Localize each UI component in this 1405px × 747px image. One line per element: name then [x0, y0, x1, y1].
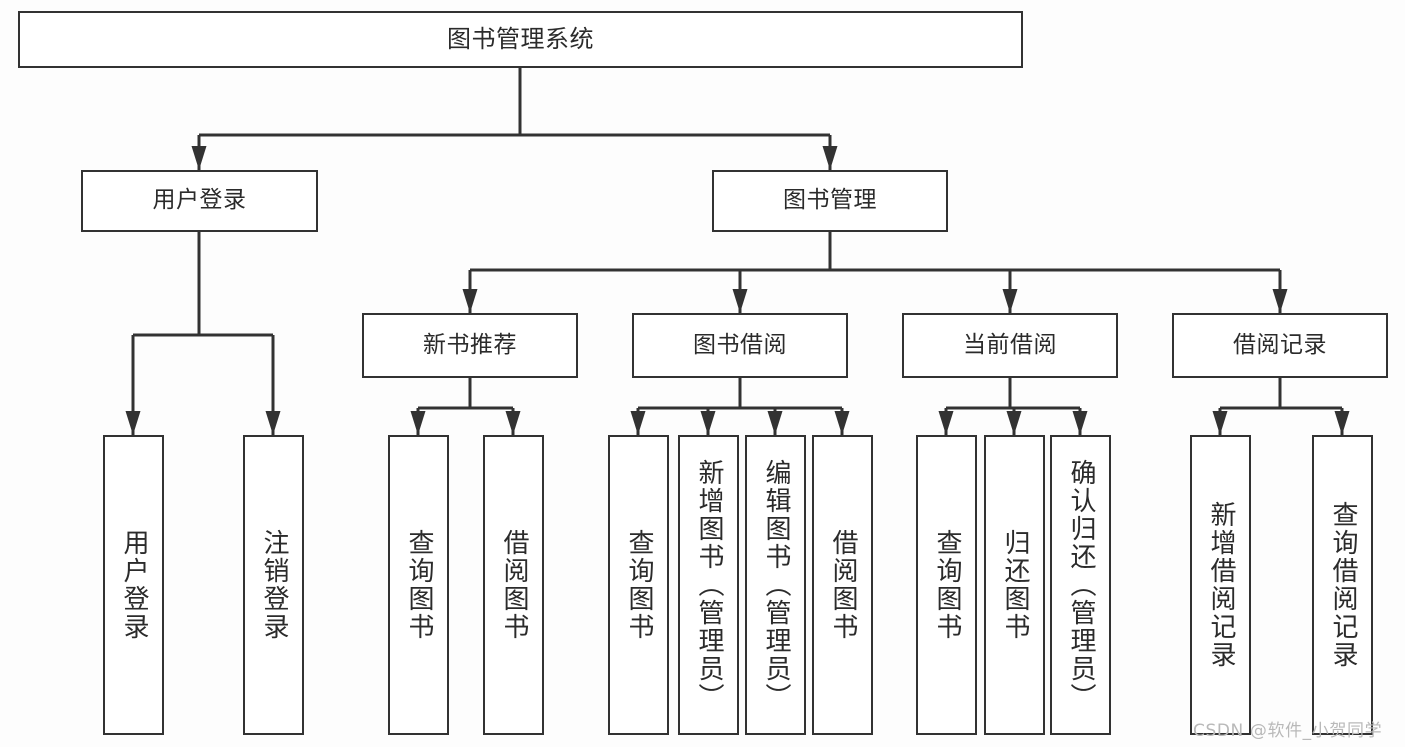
- node-borrow-record[interactable]: 借阅记录: [1172, 313, 1388, 378]
- node-label: 归还图书: [1000, 529, 1031, 641]
- node-leaf-return-book[interactable]: 归还图书: [984, 435, 1045, 735]
- arrowhead-icon: [834, 411, 850, 435]
- node-label: 查询图书: [404, 529, 435, 641]
- arrowhead-icon: [410, 411, 426, 435]
- node-label: 编辑图书（管理员）: [761, 459, 792, 711]
- node-leaf-borrow-book-1[interactable]: 借阅图书: [483, 435, 544, 735]
- node-label: 图书管理: [783, 187, 877, 214]
- node-label: 当前借阅: [963, 331, 1057, 358]
- node-label: 借阅记录: [1233, 331, 1327, 358]
- node-leaf-query-book-2[interactable]: 查询图书: [608, 435, 669, 735]
- arrowhead-icon: [767, 411, 783, 435]
- node-label: 图书管理系统: [447, 25, 594, 54]
- arrowhead-icon: [630, 411, 646, 435]
- node-leaf-add-book[interactable]: 新增图书（管理员）: [678, 435, 739, 735]
- arrowhead-icon: [1072, 411, 1088, 435]
- node-book-borrow[interactable]: 图书借阅: [632, 313, 848, 378]
- arrowhead-icon: [938, 411, 954, 435]
- node-leaf-query-book-3[interactable]: 查询图书: [916, 435, 977, 735]
- node-leaf-query-book-1[interactable]: 查询图书: [388, 435, 449, 735]
- arrowhead-icon: [1212, 411, 1228, 435]
- node-label: 新增图书（管理员）: [694, 459, 725, 711]
- node-label: 新增借阅记录: [1206, 501, 1237, 669]
- node-root[interactable]: 图书管理系统: [18, 11, 1023, 68]
- arrowhead-icon: [700, 411, 716, 435]
- arrowhead-icon: [265, 411, 281, 435]
- node-label: 借阅图书: [499, 529, 530, 641]
- arrowhead-icon: [1272, 289, 1288, 313]
- node-label: 借阅图书: [828, 529, 859, 641]
- arrowhead-icon: [191, 146, 207, 170]
- node-book-manage[interactable]: 图书管理: [712, 170, 948, 232]
- node-leaf-edit-book[interactable]: 编辑图书（管理员）: [745, 435, 806, 735]
- watermark: CSDN @软件_小贺同学: [1193, 721, 1383, 741]
- node-leaf-confirm-return[interactable]: 确认归还（管理员）: [1050, 435, 1111, 735]
- arrowhead-icon: [125, 411, 141, 435]
- node-label: 新书推荐: [423, 331, 517, 358]
- node-label: 查询图书: [932, 529, 963, 641]
- node-label: 查询借阅记录: [1328, 501, 1359, 669]
- node-label: 用户登录: [152, 187, 247, 214]
- node-new-book-rec[interactable]: 新书推荐: [362, 313, 578, 378]
- arrowhead-icon: [822, 146, 838, 170]
- node-leaf-borrow-book-2[interactable]: 借阅图书: [812, 435, 873, 735]
- node-leaf-logout-login[interactable]: 注销登录: [243, 435, 304, 735]
- node-leaf-user-login[interactable]: 用户登录: [103, 435, 164, 735]
- arrowhead-icon: [462, 289, 478, 313]
- node-label: 确认归还（管理员）: [1066, 459, 1097, 711]
- node-current-borrow[interactable]: 当前借阅: [902, 313, 1118, 378]
- node-label: 查询图书: [624, 529, 655, 641]
- node-user-login[interactable]: 用户登录: [81, 170, 318, 232]
- node-label: 注销登录: [259, 529, 290, 641]
- node-leaf-add-record[interactable]: 新增借阅记录: [1190, 435, 1251, 735]
- arrowhead-icon: [1006, 411, 1022, 435]
- arrowhead-icon: [1002, 289, 1018, 313]
- arrowhead-icon: [505, 411, 521, 435]
- node-leaf-query-record[interactable]: 查询借阅记录: [1312, 435, 1373, 735]
- node-label: 用户登录: [119, 529, 150, 641]
- arrowhead-icon: [732, 289, 748, 313]
- arrowhead-icon: [1334, 411, 1350, 435]
- node-label: 图书借阅: [693, 331, 787, 358]
